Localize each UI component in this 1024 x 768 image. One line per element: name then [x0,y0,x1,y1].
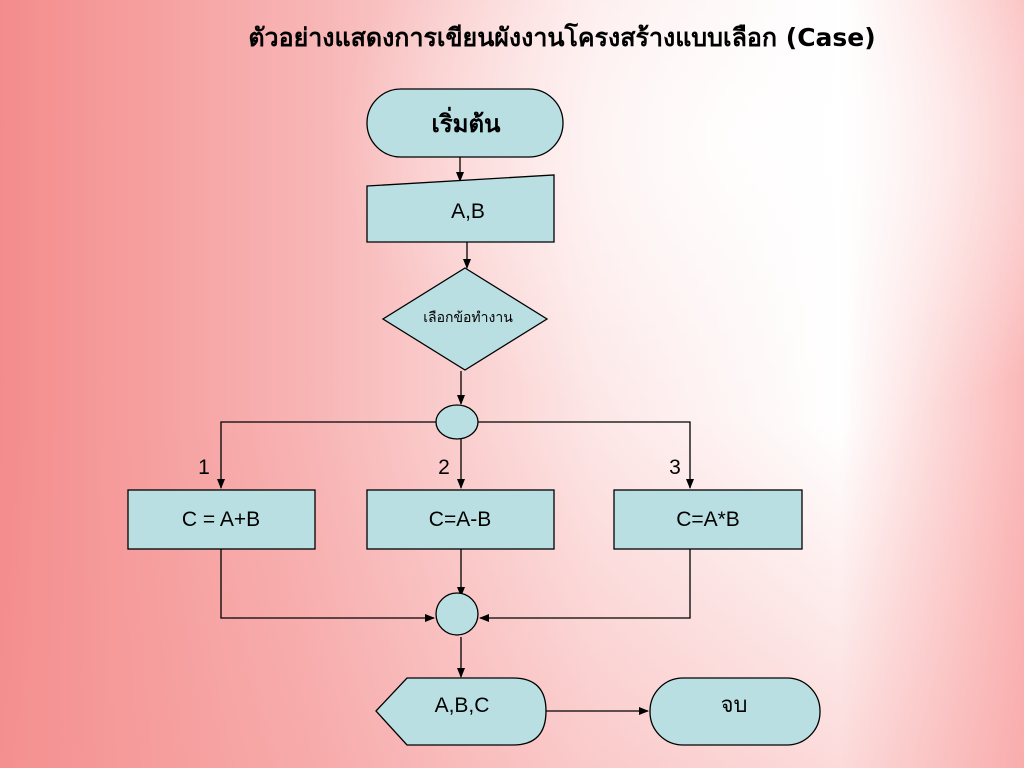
process-add-label: C = A+B [182,508,260,531]
process-subtract-label: C=A-B [429,508,491,531]
title-area: ตัวอย่างแสดงการเขียนผังงานโครงสร้างแบบเล… [0,0,1024,60]
line-left-to-merge [220,549,435,622]
branch-label-1: 1 [198,456,210,479]
input-label: A,B [451,200,485,223]
merge-connector [435,592,479,636]
output-label: A,B,C [435,694,490,717]
line-junction-left [217,421,436,489]
branch-label-3: 3 [669,456,681,479]
output-display: A,B,C [375,677,547,746]
line-right-to-merge [479,549,691,622]
start-terminal: เริ่มต้น [366,88,564,158]
decision-diamond: เลือกข้อทำงาน [381,267,549,371]
process-box-add: C = A+B [127,489,316,550]
end-terminal: จบ [649,677,821,746]
connectors [217,157,694,715]
process-multiply-label: C=A*B [676,508,740,531]
line-junction-right [478,421,694,489]
branch-connector [435,404,479,440]
decision-label: เลือกข้อทำงาน [423,309,513,325]
input-shape: A,B [366,174,555,243]
start-label: เริ่มต้น [432,106,502,138]
process-box-subtract: C=A-B [366,489,555,550]
branch-label-2: 2 [438,456,450,479]
slide-title: ตัวอย่างแสดงการเขียนผังงานโครงสร้างแบบเล… [248,23,876,52]
end-label: จบ [721,692,748,717]
process-box-multiply: C=A*B [613,489,803,550]
